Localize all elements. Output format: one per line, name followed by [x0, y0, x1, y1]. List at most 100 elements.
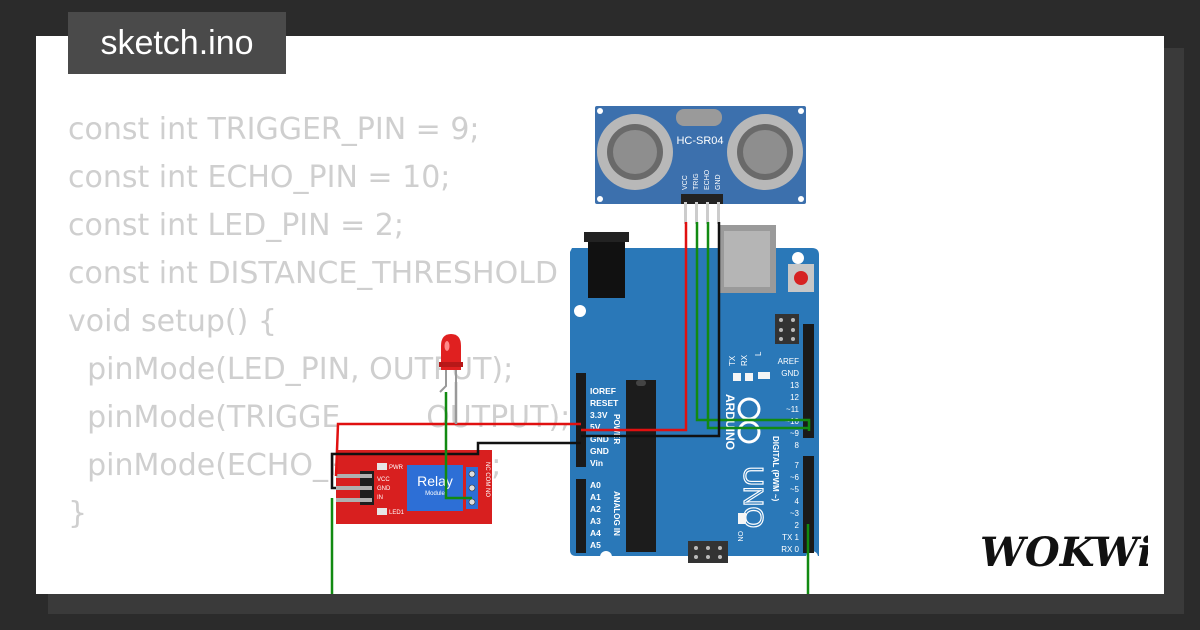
relay-pin-vcc[interactable] [336, 474, 372, 478]
relay-terminal-com[interactable] [468, 484, 476, 492]
relay-sublabel: Module [425, 491, 445, 497]
pin-label-a3: A3 [590, 516, 601, 526]
pin-label-vin: Vin [590, 458, 603, 468]
preview-canvas: const int TRIGGER_PIN = 9; const int ECHO… [36, 36, 1164, 594]
power-jack [588, 234, 625, 298]
code-preview: const int TRIGGER_PIN = 9; const int ECHO… [68, 106, 602, 538]
pin-label-a2: A2 [590, 504, 601, 514]
pin-label-tx: TX 1 [782, 533, 799, 542]
arduino-brand: ARDUINO [723, 394, 737, 450]
power-header[interactable] [576, 373, 586, 467]
relay-terminal-no[interactable] [468, 498, 476, 506]
pin-label-gnd: GND [781, 369, 799, 378]
microcontroller-chip [626, 380, 656, 552]
code-line: const int DISTANCE_THRESHOLD = [68, 256, 603, 291]
code-line: void setup() { [68, 304, 277, 339]
relay-led-pwr [377, 463, 387, 470]
relay-module[interactable]: PWR LED1 VCC GND IN NC COM NO Relay Modu… [336, 450, 492, 524]
sensor-pin-trig-label: TRIG [693, 173, 700, 190]
sensor-pin-vcc-label: VCC [682, 175, 689, 190]
relay-pin-in-label: IN [377, 495, 383, 501]
code-line: } [68, 496, 88, 531]
pin-label-ioref: IOREF [590, 386, 616, 396]
sensor-pin-trig[interactable] [695, 202, 698, 224]
pin-label-9: ~9 [790, 429, 800, 438]
relay-pin-gnd[interactable] [336, 486, 372, 490]
pin-label-rx: RX 0 [781, 545, 799, 554]
wire-led-relay[interactable] [444, 392, 472, 500]
sensor-pin-echo-label: ECHO [704, 169, 711, 190]
relay-led-pwr-label: PWR [389, 465, 404, 471]
mount-hole [574, 305, 586, 317]
wires [330, 222, 811, 594]
led-label-rx: RX [740, 354, 749, 366]
relay-pin-in[interactable] [336, 498, 372, 502]
wire-relay-gnd[interactable] [330, 441, 581, 490]
led-on [738, 513, 746, 524]
digital-header-title: DIGITAL (PWM ~) [771, 436, 780, 502]
sensor-pin-echo[interactable] [706, 202, 709, 224]
led-rx [745, 373, 753, 381]
pin-label-a1: A1 [590, 492, 601, 502]
wire-sensor-trig-d9[interactable] [695, 222, 811, 431]
wokwi-logo-text: WOKWi [980, 529, 1148, 576]
wire-sensor-echo-d10[interactable] [706, 222, 809, 430]
icsp-header [775, 314, 799, 344]
pin-label-gnd: GND [590, 446, 609, 456]
relay-pin-vcc-label: VCC [377, 477, 390, 483]
ultrasonic-sensor[interactable]: HC-SR04 VCC TRIG ECHO GND [595, 106, 806, 224]
relay-label: Relay [417, 473, 453, 489]
relay-led-1 [377, 508, 387, 515]
sensor-label: HC-SR04 [676, 135, 723, 147]
relay-terminal-nc[interactable] [468, 470, 476, 478]
relay-block [407, 465, 463, 511]
led-label-l: L [754, 351, 763, 356]
code-line: pinMode(ECHO_P ); [68, 448, 502, 483]
pin-label-3v3: 3.3V [590, 410, 608, 420]
wire-sensor-vcc-5v[interactable] [581, 222, 688, 432]
red-led[interactable] [439, 334, 463, 393]
led-label-on: ON [736, 531, 743, 542]
sensor-pin-vcc[interactable] [684, 202, 687, 224]
relay-output-labels: NC COM NO [484, 462, 490, 497]
pin-label-12: 12 [790, 393, 799, 402]
analog-header-title: ANALOG IN [612, 491, 621, 536]
analog-header[interactable] [576, 479, 586, 553]
code-line: const int ECHO_PIN = 10; [68, 160, 451, 195]
pin-label-6: ~6 [790, 473, 800, 482]
pin-label-7: 7 [795, 461, 800, 470]
led-label-tx: TX [728, 355, 737, 366]
relay-led-1-label: LED1 [389, 510, 405, 516]
reset-button-cap[interactable] [794, 271, 808, 285]
pin-label-a5: A5 [590, 540, 601, 550]
sensor-crystal [676, 109, 722, 126]
pin-label-3: ~3 [790, 509, 800, 518]
pin-label-aref: AREF [778, 357, 799, 366]
digital-header-bottom[interactable] [803, 456, 814, 553]
pin-label-4: 4 [795, 497, 800, 506]
sensor-header [681, 194, 723, 204]
relay-pin-gnd-label: GND [377, 486, 391, 492]
pin-label-a4: A4 [590, 528, 601, 538]
led-tx [733, 373, 741, 381]
code-line: const int LED_PIN = 2; [68, 208, 404, 243]
pin-label-reset: RESET [590, 398, 619, 408]
pin-label-5v: 5V [590, 422, 601, 432]
wire-relay-vcc-5v[interactable] [334, 422, 581, 477]
pin-label-10: ~10 [785, 417, 799, 426]
code-line: pinMode(TRIGGE OUTPUT); [68, 400, 571, 435]
wokwi-logo: WOKWi [980, 529, 1148, 576]
sensor-pin-gnd[interactable] [717, 202, 720, 224]
pin-label-11: ~11 [786, 405, 800, 414]
arduino-uno[interactable]: IOREF RESET 3.3V 5V GND GND Vin A0 A1 A2… [570, 225, 819, 563]
sensor-pin-gnd-label: GND [715, 174, 722, 190]
pin-label-a0: A0 [590, 480, 601, 490]
code-line: const int TRIGGER_PIN = 9; [68, 112, 480, 147]
led-cathode[interactable] [439, 370, 447, 393]
wire-sensor-gnd[interactable] [581, 222, 721, 438]
led-l [758, 372, 770, 379]
file-tab[interactable]: sketch.ino [68, 12, 286, 74]
mount-hole [600, 551, 612, 563]
pin-label-2: 2 [795, 521, 800, 530]
digital-header-top[interactable] [803, 324, 814, 438]
